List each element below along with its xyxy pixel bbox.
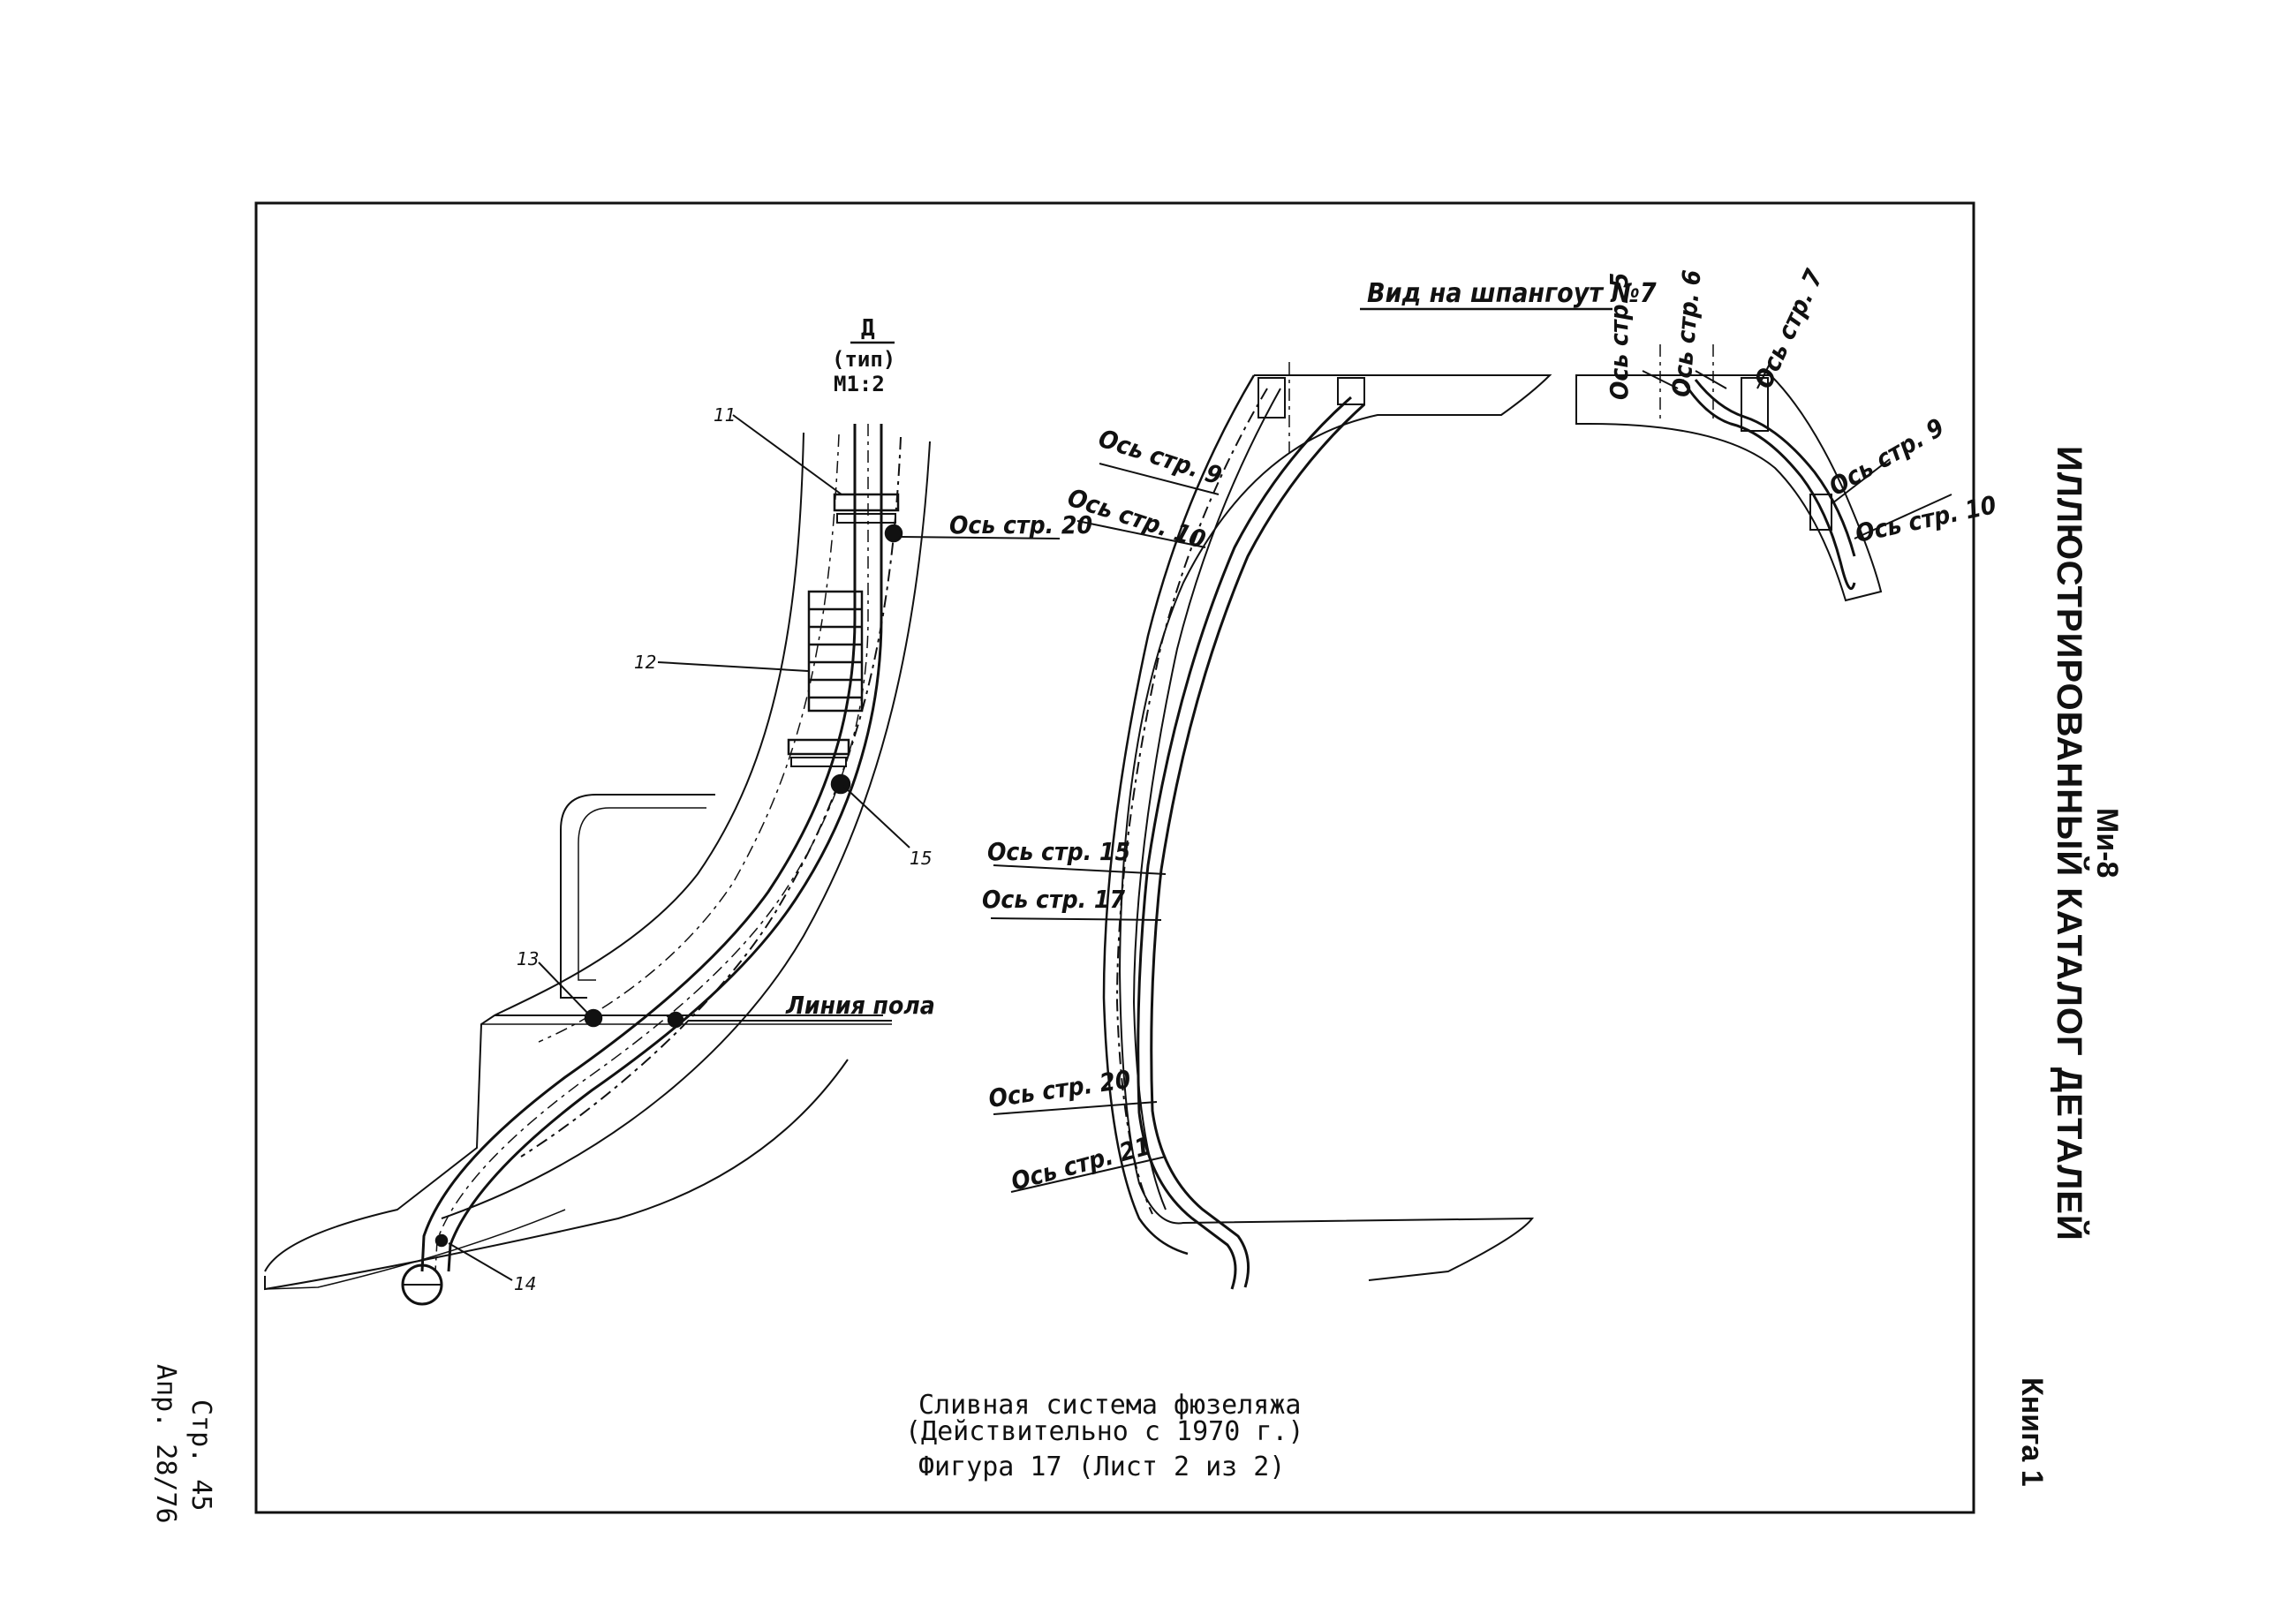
detail-scale: М1:2	[834, 372, 885, 396]
caption-figure: Фигура 17 (Лист 2 из 2)	[918, 1452, 1286, 1482]
detail-subtitle: (тип)	[832, 347, 896, 372]
book-label: Книга 1	[2015, 1377, 2049, 1487]
callout-12: 12	[634, 652, 657, 673]
revision-date: Апр. 28/76	[150, 1364, 181, 1524]
floor-line-label: Линия пола	[786, 991, 935, 1020]
detail-title: Д	[861, 315, 875, 342]
frame-view-title: Вид на шпангоут №7	[1367, 278, 1657, 309]
axis-label-str17: Ось стр. 17	[982, 885, 1125, 914]
frame-view	[990, 307, 1952, 1290]
axis-label-str15: Ось стр. 15	[987, 837, 1130, 866]
callout-13: 13	[517, 948, 540, 969]
caption-line2: (Действительно с 1970 г.)	[905, 1416, 1304, 1447]
callout-14: 14	[514, 1273, 537, 1294]
catalog-title: ИЛЛЮСТРИРОВАННЫЙ КАТАЛОГ ДЕТАЛЕЙ	[2050, 446, 2088, 1241]
detail-view-d	[264, 341, 1061, 1306]
page-number: Стр. 45	[185, 1399, 216, 1512]
axis-label-str20-detail: Ось стр. 20	[949, 510, 1092, 539]
axis-label-str5-right: Ось стр. 5	[1605, 272, 1634, 400]
callout-15: 15	[910, 848, 933, 869]
callout-11: 11	[714, 404, 736, 426]
drawing-border	[254, 201, 1975, 1514]
aircraft-title: Ми-8	[2090, 808, 2124, 879]
caption-line1: Сливная система фюзеляжа	[918, 1390, 1302, 1421]
